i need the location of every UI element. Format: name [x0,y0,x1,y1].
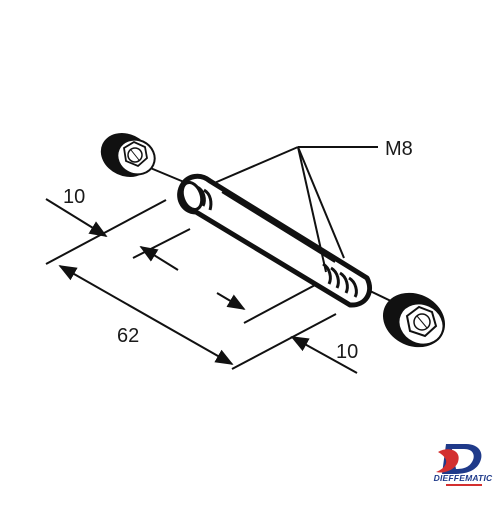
logo-underline [446,484,482,486]
thread-leader-lines [211,146,378,273]
nut-left [100,133,156,177]
logo-mark-icon [436,444,482,474]
logo-text: DIEFFEMATIC [433,473,493,483]
dimension-right-thread [216,292,358,374]
dimension-overall-value: 62 [117,325,139,347]
dimension-left-thread [45,198,179,271]
dimension-overall [58,265,234,365]
nut-right [382,292,446,348]
dimension-right-value: 10 [336,341,358,363]
brand-logo: DIEFFEMATIC [432,440,492,496]
thread-size-label: M8 [385,138,413,160]
dimension-left-value: 10 [63,186,85,208]
threaded-rod [177,173,373,308]
